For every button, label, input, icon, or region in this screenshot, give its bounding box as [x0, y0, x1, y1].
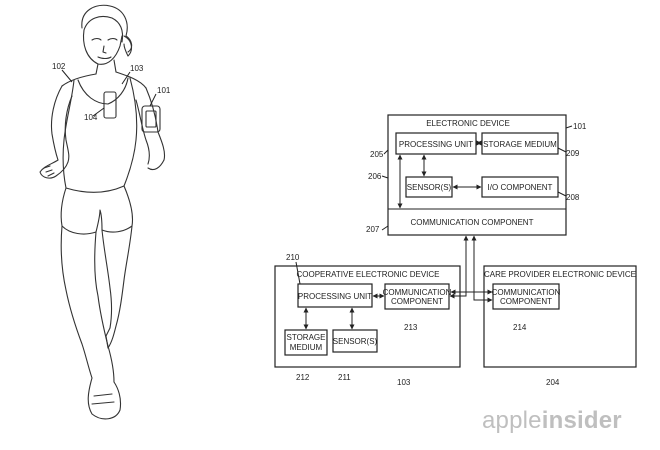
ed-io-component-label: I/O COMPONENT	[488, 183, 553, 192]
cooperative-device-title: COOPERATIVE ELECTRONIC DEVICE	[297, 270, 440, 279]
ref-103-coop: 103	[397, 378, 411, 387]
coop-sensor-label: SENSOR(S)	[333, 337, 378, 346]
ref-101: 101	[573, 122, 587, 131]
ed-processing-unit-label: PROCESSING UNIT	[399, 140, 473, 149]
appleinsider-watermark: appleinsider	[482, 407, 622, 434]
coop-storage-label-1: STORAGE	[287, 333, 326, 342]
ref-205: 205	[370, 150, 384, 159]
ref-204: 204	[546, 378, 560, 387]
ref-102: 102	[52, 62, 66, 71]
coop-storage-label-2: MEDIUM	[290, 343, 323, 352]
coop-comm-label-1: COMMUNICATION	[383, 288, 452, 297]
electronic-device-title: ELECTRONIC DEVICE	[426, 119, 510, 128]
ref-211: 211	[338, 373, 351, 382]
ref-213: 213	[404, 323, 418, 332]
ref-103: 103	[130, 64, 144, 73]
ref-101-armband: 101	[157, 86, 171, 95]
care-provider-device-box	[484, 266, 636, 367]
coop-processing-unit-label: PROCESSING UNIT	[298, 292, 372, 301]
ed-communication-component-label: COMMUNICATION COMPONENT	[411, 218, 534, 227]
ed-storage-medium-label: STORAGE MEDIUM	[483, 140, 557, 149]
care-comm-label-2: COMPONENT	[500, 297, 552, 306]
care-provider-title: CARE PROVIDER ELECTRONIC DEVICE	[484, 270, 636, 279]
ref-206: 206	[368, 172, 382, 181]
ref-212: 212	[296, 373, 310, 382]
care-comm-label-1: COMMUNICATION	[492, 288, 561, 297]
ref-208: 208	[566, 193, 580, 202]
ref-104: 104	[84, 113, 98, 122]
ref-210: 210	[286, 253, 300, 262]
ed-sensor-label: SENSOR(S)	[407, 183, 452, 192]
coop-comm-label-2: COMPONENT	[391, 297, 443, 306]
ref-207: 207	[366, 225, 380, 234]
ref-209: 209	[566, 149, 580, 158]
ref-214: 214	[513, 323, 527, 332]
